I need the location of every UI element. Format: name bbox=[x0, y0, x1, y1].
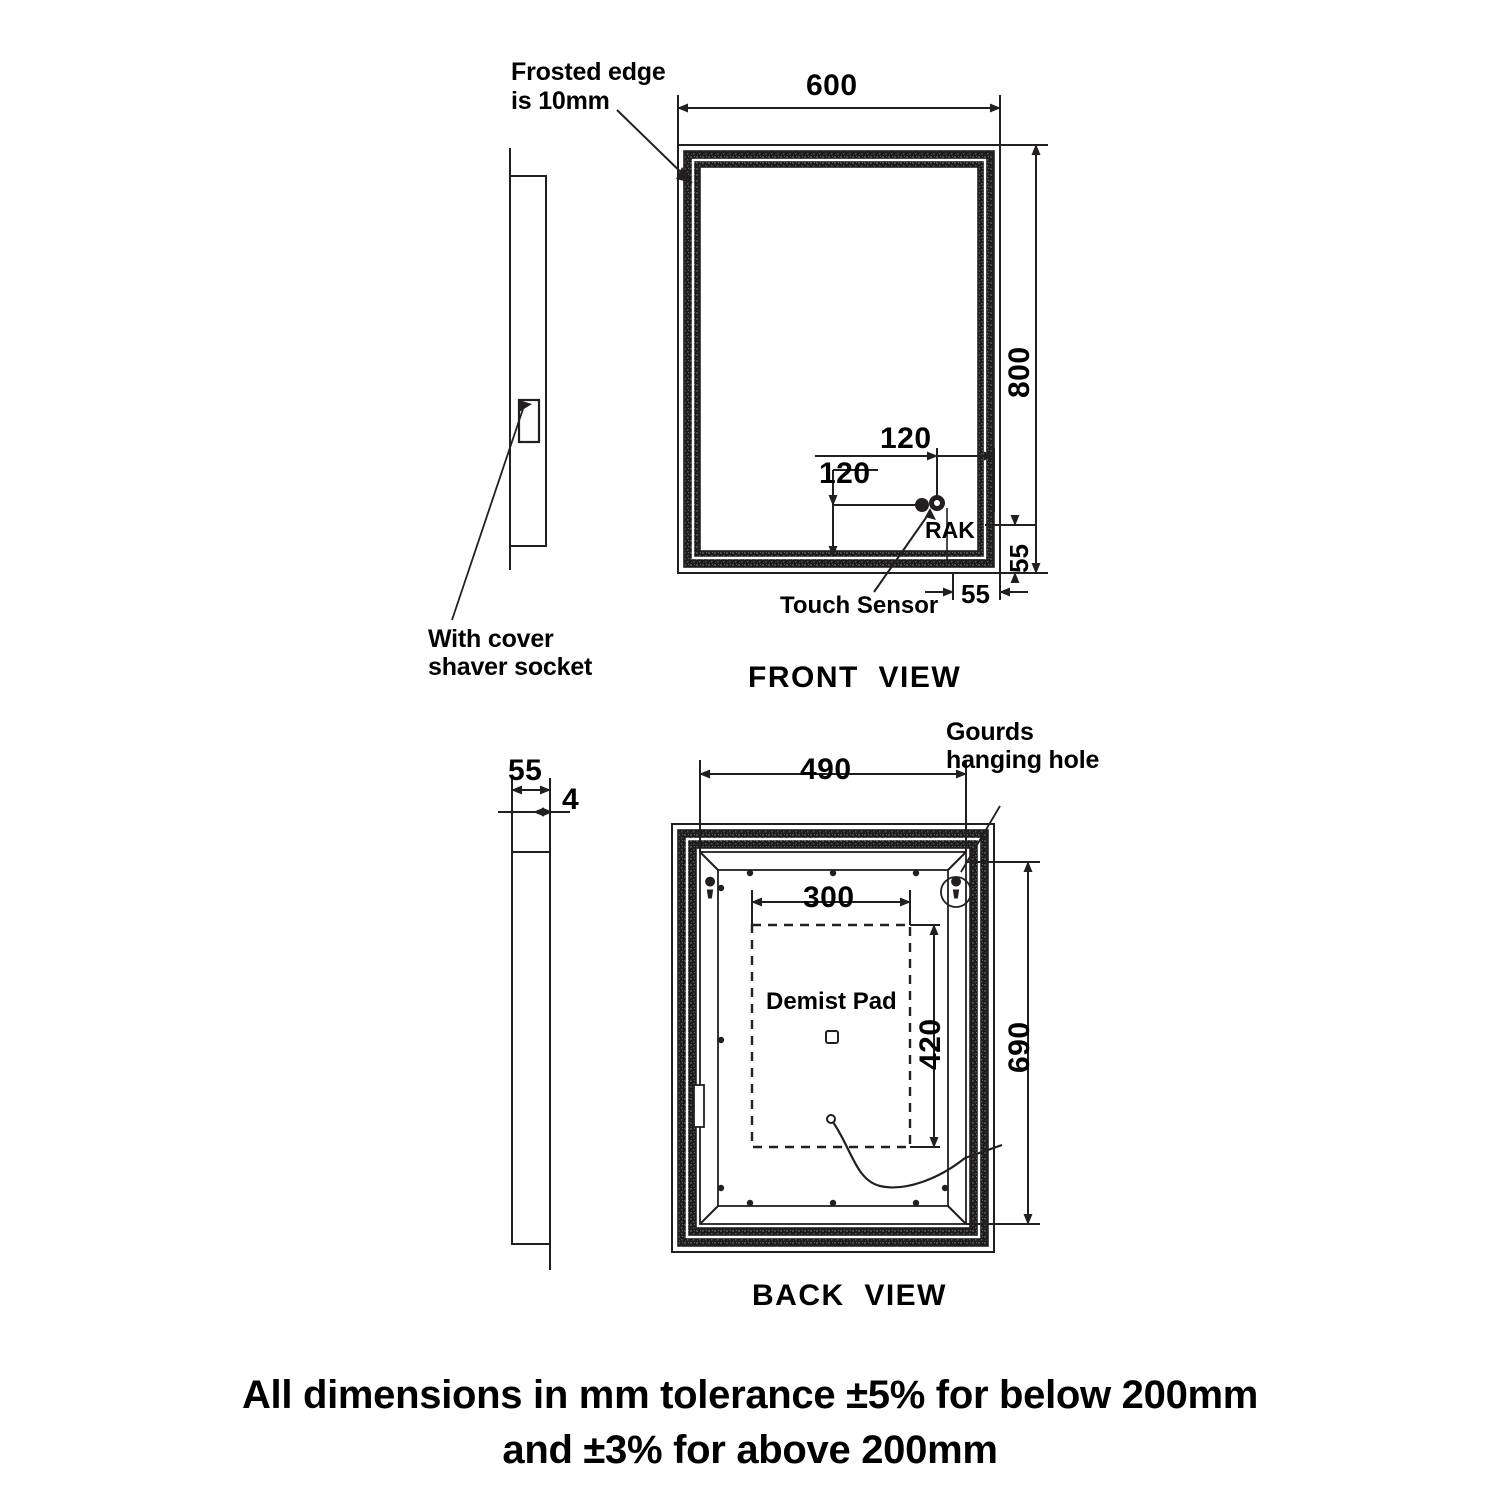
dim-label-demist-height: 420 bbox=[914, 1018, 947, 1070]
dim-label-demist-width: 300 bbox=[803, 881, 855, 914]
brand-label: RAK bbox=[925, 517, 975, 543]
demist-cable bbox=[826, 1114, 1003, 1189]
back-plate bbox=[699, 851, 967, 1225]
dim-label-front-height: 800 bbox=[1003, 346, 1036, 398]
demist-center-marker bbox=[825, 1030, 839, 1044]
gourds-hanging-hole-note-line1: Gourds bbox=[946, 718, 1034, 746]
back-view-title: BACK VIEW bbox=[752, 1279, 947, 1312]
dim-demist-width bbox=[751, 890, 911, 925]
back-side-profile bbox=[498, 778, 570, 1270]
shaver-socket-note-line2: shaver socket bbox=[428, 653, 593, 681]
gourds-hanging-holes bbox=[705, 805, 1001, 908]
dim-label-front-edge-right: 55 bbox=[961, 579, 990, 609]
dim-label-glass-thickness: 4 bbox=[562, 783, 580, 816]
dim-label-sensor-offset-x: 120 bbox=[880, 422, 932, 455]
dim-label-back-plate-width: 490 bbox=[800, 753, 852, 786]
back-shaver-socket bbox=[693, 1084, 705, 1128]
tolerance-caption-line1: All dimensions in mm tolerance ±5% for b… bbox=[241, 1373, 1259, 1417]
demist-pad-outline bbox=[750, 923, 912, 1149]
dim-demist-height bbox=[910, 924, 940, 1148]
front-frosted-leader bbox=[616, 109, 693, 184]
tolerance-caption-line2: and ±3% for above 200mm bbox=[502, 1428, 998, 1472]
frosted-edge-note-line1: Frosted edge bbox=[511, 58, 666, 86]
dim-label-front-edge-bottom: 55 bbox=[1004, 544, 1034, 573]
dim-front-edge-bottom bbox=[985, 515, 1036, 583]
gourds-hanging-hole-note-line2: hanging hole bbox=[946, 746, 1100, 774]
dim-label-front-width: 600 bbox=[806, 69, 858, 102]
dim-label-sensor-offset-y: 120 bbox=[819, 457, 871, 490]
dim-sensor-offset-x bbox=[815, 448, 995, 512]
frosted-edge-note-line2: is 10mm bbox=[511, 87, 610, 115]
demist-pad-label: Demist Pad bbox=[766, 988, 897, 1015]
back-mirror-outline bbox=[671, 823, 995, 1253]
touch-sensor-label: Touch Sensor bbox=[780, 592, 939, 619]
front-touch-sensor bbox=[873, 495, 985, 593]
front-mirror-outline bbox=[677, 144, 1001, 574]
dim-label-back-side-depth: 55 bbox=[508, 754, 543, 787]
dim-back-plate-width bbox=[699, 760, 967, 852]
dim-front-edge-right bbox=[925, 573, 1028, 600]
front-view-title: FRONT VIEW bbox=[748, 661, 962, 694]
front-side-profile bbox=[451, 148, 547, 621]
dim-back-plate-height bbox=[966, 861, 1040, 1225]
dim-front-width bbox=[677, 95, 1001, 145]
dim-label-back-plate-height: 690 bbox=[1003, 1021, 1036, 1073]
shaver-socket-note-line1: With cover bbox=[428, 625, 554, 653]
dim-sensor-offset-y bbox=[828, 469, 922, 557]
